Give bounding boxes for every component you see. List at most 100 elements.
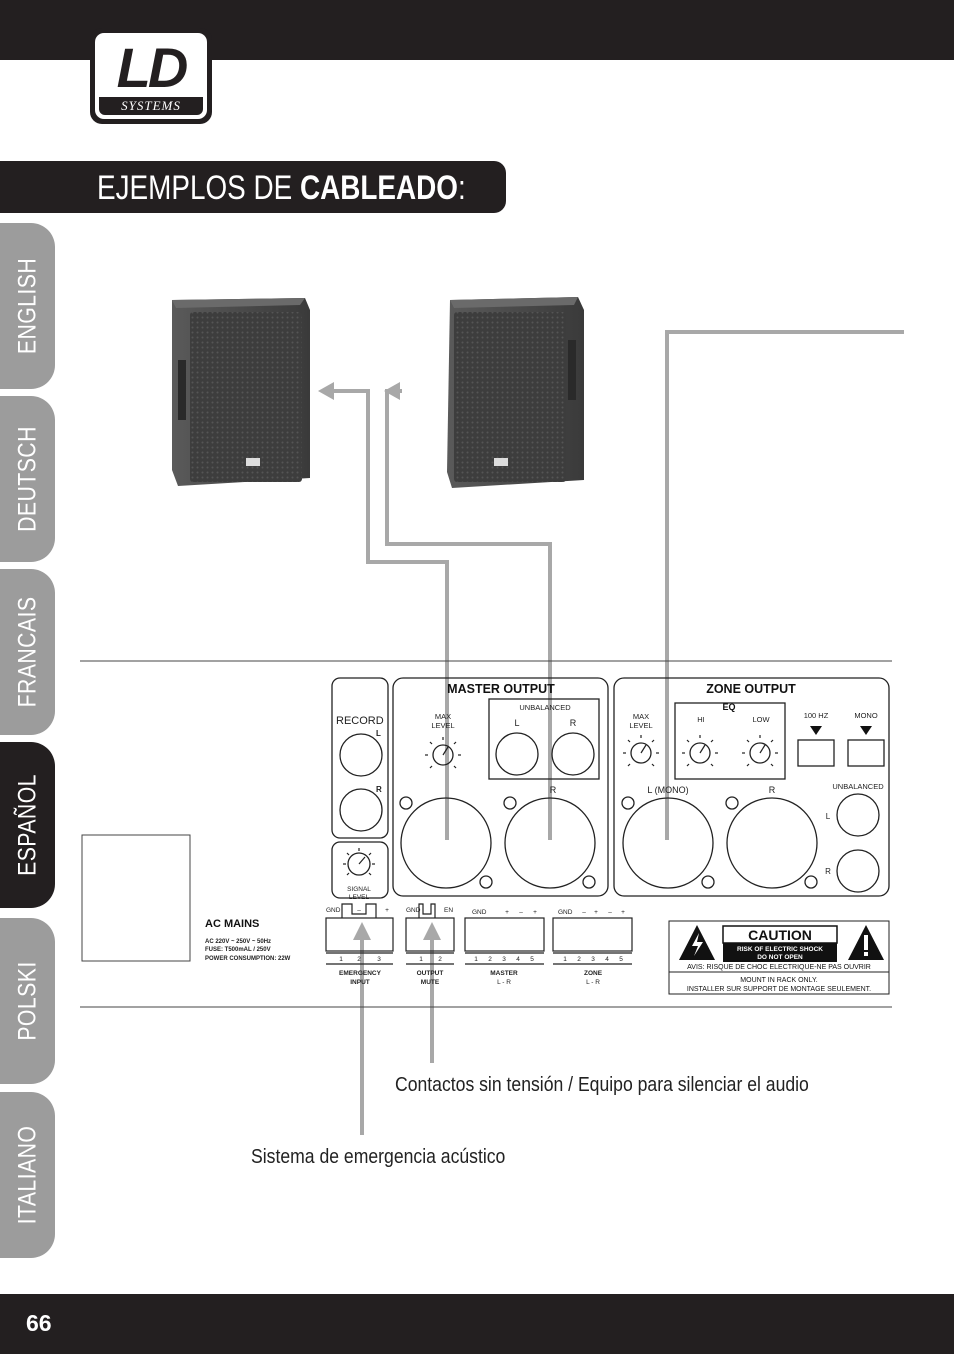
master-output-title: MASTER OUTPUT: [447, 682, 555, 696]
logo-ld-text: LD: [116, 36, 189, 99]
terminal-blocks: [325, 903, 633, 965]
caution-mount-2: INSTALLER SUR SUPPORT DE MONTAGE SEULEME…: [687, 986, 871, 993]
ac-mains-line-1: AC 220V ~ 250V ~ 50Hz: [205, 939, 271, 945]
speaker-badge: [494, 458, 508, 466]
tab-italiano[interactable]: ITALIANO: [0, 1092, 55, 1258]
zone-term-pin-5: 5: [619, 956, 623, 963]
mute-top-en: EN: [444, 907, 453, 914]
caution-line-1: RISK OF ELECTRIC SHOCK: [737, 946, 823, 953]
title-suffix: :: [457, 169, 466, 207]
speaker-badge: [246, 458, 260, 466]
zone-low-label: LOW: [752, 715, 770, 724]
page-number: 66: [26, 1310, 52, 1336]
tab-polski[interactable]: POLSKI: [0, 918, 55, 1084]
master-term-top-gnd: GND: [472, 909, 487, 916]
master-unbal-r-label: R: [570, 718, 577, 728]
caution-line-2: DO NOT OPEN: [757, 954, 803, 961]
caution-label: [668, 920, 890, 995]
zone-eq-label: EQ: [722, 702, 735, 712]
master-unbalanced-label: UNBALANCED: [519, 703, 571, 712]
signal-level-knob-ticks: [343, 848, 375, 876]
bottom-bar: [0, 1294, 954, 1354]
master-unbal-l-label: L: [514, 718, 519, 728]
emergency-label-1: EMERGENCY: [339, 970, 382, 977]
emergency-top-gnd: GND: [326, 907, 341, 914]
ld-systems-logo: LD SYSTEMS: [90, 28, 212, 124]
master-output-section: [392, 677, 609, 897]
master-xlr-r-label: R: [550, 785, 557, 795]
tab-deutsch[interactable]: DEUTSCH: [0, 396, 55, 562]
terminal-labels: GND – + 1 2 3 EMERGENCY INPUT GND EN 1 2…: [326, 907, 625, 986]
caution-mount-1: MOUNT IN RACK ONLY.: [740, 977, 817, 984]
emergency-pin-3: 3: [377, 956, 381, 963]
tab-francais[interactable]: FRANCAIS: [0, 569, 55, 735]
emergency-pin-2: 2: [357, 956, 361, 963]
mute-label-2: MUTE: [421, 979, 440, 986]
zone-term-label-1: ZONE: [584, 970, 603, 977]
ac-mains-title: AC MAINS: [205, 918, 259, 930]
zone-term-label-2: L - R: [586, 979, 600, 986]
signal-level-label-2: LEVEL: [349, 894, 370, 901]
master-term-pin-2: 2: [488, 956, 492, 963]
master-term-label-2: L - R: [497, 979, 511, 986]
emergency-top-plus: +: [385, 907, 389, 914]
emergency-terminal: [325, 917, 394, 952]
zone-term-pin-4: 4: [605, 956, 609, 963]
mute-top-gnd: GND: [406, 907, 421, 914]
page-title: EJEMPLOS DE CABLEADO:: [97, 166, 466, 210]
mute-terminal: [405, 917, 455, 952]
tab-espanol[interactable]: ESPAÑOL: [0, 742, 55, 908]
tab-english[interactable]: ENGLISH: [0, 223, 55, 389]
master-term-pin-4: 4: [516, 956, 520, 963]
zone-l-mono-label: L (MONO): [647, 785, 688, 795]
dip-switch-arrows: [810, 726, 872, 735]
zone-terminal: [552, 917, 633, 952]
zone-term-top-gnd: GND: [558, 909, 573, 916]
zone-100hz-label: 100 HZ: [804, 711, 829, 720]
speaker-right: [447, 297, 584, 488]
title-bar: [0, 161, 506, 213]
wire-arrows: [318, 382, 441, 940]
master-term-top-plus-2: +: [533, 909, 537, 916]
zone-unbal-l-label: L: [826, 812, 831, 821]
record-section: [331, 677, 389, 899]
master-max-label-1: MAX: [435, 712, 451, 721]
ac-mains-line-3: POWER CONSUMPTION: 22W: [205, 956, 291, 962]
wires: [330, 330, 904, 1135]
wire-zone: [665, 330, 904, 840]
zone-term-pin-1: 1: [563, 956, 567, 963]
zone-knob-ticks: [623, 735, 778, 767]
record-l-label: L: [376, 729, 381, 738]
zone-unbalanced-label: UNBALANCED: [832, 782, 884, 791]
emergency-label-2: INPUT: [350, 979, 370, 986]
master-term-top-plus-1: +: [505, 909, 509, 916]
speaker-left: [172, 298, 310, 486]
zone-unbal-r-label: R: [825, 867, 831, 876]
record-r-label: R: [376, 785, 382, 794]
wire-master-left: [330, 389, 449, 840]
logo-systems-text: SYSTEMS: [99, 97, 203, 115]
caption-emergency: Sistema de emergencia acústico: [251, 1146, 506, 1168]
blank-label-area: [81, 834, 191, 962]
zone-term-pin-2: 2: [577, 956, 581, 963]
zone-mono-label: MONO: [854, 711, 877, 720]
title-normal: EJEMPLOS DE: [97, 169, 300, 207]
mute-label-1: OUTPUT: [417, 970, 444, 977]
zone-output-section: [613, 677, 890, 897]
emergency-top-minus: –: [357, 907, 361, 914]
master-term-label-1: MASTER: [490, 970, 518, 977]
emergency-pin-1: 1: [339, 956, 343, 963]
zone-hi-label: HI: [697, 715, 705, 724]
mute-pin-1: 1: [419, 956, 423, 963]
zone-term-top-minus-1: –: [582, 909, 586, 916]
zone-xlr-r-label: R: [769, 785, 776, 795]
master-term-pin-1: 1: [474, 956, 478, 963]
master-terminal: [464, 917, 545, 952]
caution-title: CAUTION: [748, 927, 812, 943]
master-term-top-minus: –: [519, 909, 523, 916]
zone-term-pin-3: 3: [591, 956, 595, 963]
title-bold: CABLEADO: [299, 169, 458, 207]
master-level-knob-ticks: [425, 737, 461, 769]
zone-term-top-plus-2: +: [621, 909, 625, 916]
